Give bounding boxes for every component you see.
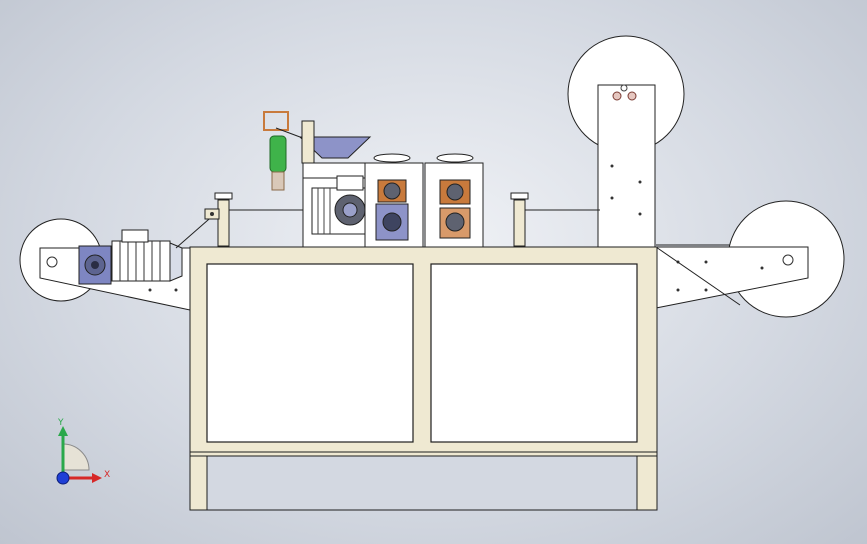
left-guide-post[interactable]	[204, 192, 233, 247]
die-station-2[interactable]	[364, 153, 424, 248]
die-station-3[interactable]	[424, 153, 484, 248]
triad-y-label: Y	[58, 418, 64, 428]
left-motor[interactable]	[111, 229, 183, 282]
right-arm[interactable]	[655, 246, 809, 309]
right-tower[interactable]	[597, 84, 656, 248]
right-guide-post[interactable]	[510, 192, 529, 247]
frame-panel-left[interactable]	[206, 263, 414, 443]
die-station-1[interactable]	[302, 162, 368, 248]
frame-panel-right[interactable]	[430, 263, 638, 443]
coordinate-triad	[56, 426, 102, 485]
left-gearbox[interactable]	[78, 245, 112, 285]
highlighted-sensor[interactable]	[263, 111, 301, 191]
triad-x-label: X	[104, 470, 111, 480]
feed-hopper[interactable]	[298, 120, 372, 164]
